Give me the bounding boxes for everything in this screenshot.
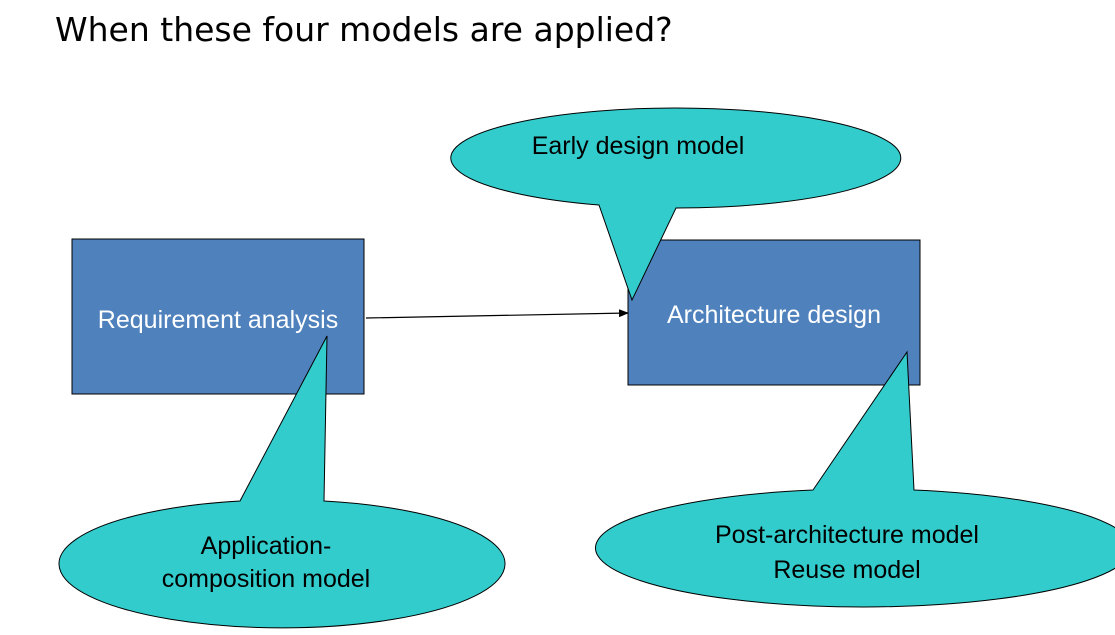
requirement-analysis-label: Requirement analysis (98, 306, 338, 334)
application-composition-callout (58, 335, 506, 629)
architecture-design-rect (627, 239, 921, 386)
post-architecture-callout-line2: Reuse model (773, 556, 920, 584)
early-design-callout (450, 107, 902, 302)
slide-title: When these four models are applied? (55, 10, 673, 49)
post-architecture-callout (595, 350, 1115, 608)
early-design-callout-label: Early design model (532, 132, 745, 160)
post-architecture-callout-line1: Post-architecture model (715, 521, 979, 549)
architecture-design-box: Architecture design (627, 239, 921, 386)
architecture-design-label: Architecture design (667, 301, 881, 329)
application-composition-callout-line2: composition model (162, 565, 370, 593)
requirement-to-architecture-arrow (365, 309, 629, 319)
application-composition-callout-line1: Application- (201, 532, 332, 560)
